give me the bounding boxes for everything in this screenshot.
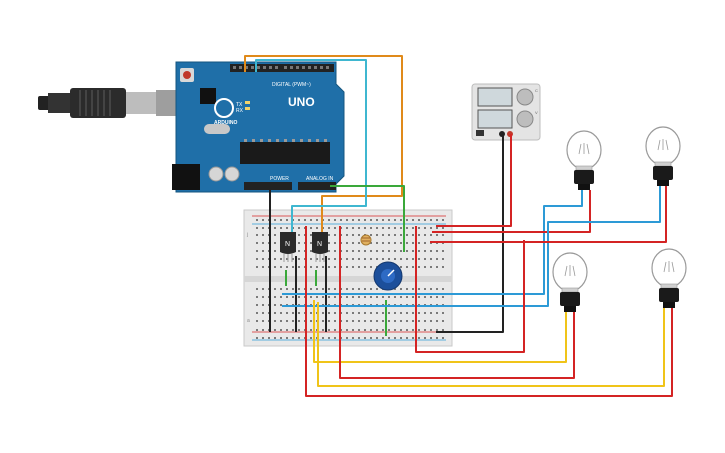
voltage-knob[interactable]: [516, 88, 534, 106]
power-label: POWER: [270, 176, 289, 182]
crystal: [204, 124, 230, 134]
arduino-logo-icon: [214, 98, 234, 118]
digital-header[interactable]: [230, 64, 334, 72]
current-display: [477, 109, 513, 129]
wire-red-lamp4[interactable]: [305, 226, 673, 397]
dc-power-supply[interactable]: C V: [471, 83, 541, 141]
potentiometer[interactable]: [373, 261, 403, 291]
arduino-uno-board[interactable]: DIGITAL (PWM~) ARDUINO UNO TX RX POWER A…: [172, 61, 345, 193]
capacitor-2: [224, 166, 240, 182]
voltage-display: [477, 87, 513, 107]
usb-cable[interactable]: [38, 88, 188, 118]
arduino-brand: ARDUINO: [214, 120, 237, 126]
light-bulb-3[interactable]: [552, 252, 588, 312]
transistor-2-label: N: [317, 241, 322, 248]
transistor-1-label: N: [285, 241, 290, 248]
light-bulb-1[interactable]: [566, 130, 602, 190]
led-label-tx: TX: [236, 102, 243, 108]
wire-black-supply[interactable]: [436, 134, 504, 333]
atmega-chip: [240, 142, 330, 164]
photoresistor[interactable]: [360, 234, 372, 246]
wire-red-lamp1[interactable]: [432, 190, 591, 233]
power-jack[interactable]: [172, 164, 200, 190]
reset-button-cap: [183, 71, 191, 79]
wire-red-lamp3[interactable]: [339, 226, 575, 379]
breadboard[interactable]: j a: [243, 209, 453, 347]
light-bulb-2[interactable]: [645, 126, 681, 186]
supply-button-label-1: C: [535, 88, 538, 93]
wire-blue-lamp1[interactable]: [282, 190, 583, 295]
led-label-rx: RX: [236, 108, 244, 114]
row-letter-j: j: [246, 232, 248, 238]
wire-red-supply[interactable]: [436, 134, 512, 227]
wire-orange[interactable]: [244, 55, 403, 236]
transistor-1[interactable]: N: [280, 232, 296, 262]
analog-header[interactable]: [298, 182, 336, 190]
transistor-2[interactable]: N: [312, 232, 328, 262]
wire-red-lamp2[interactable]: [430, 186, 667, 243]
row-letter-a: a: [247, 318, 250, 324]
arduino-model: UNO: [288, 95, 315, 109]
wire-green-signal[interactable]: [330, 185, 405, 252]
capacitor-1: [208, 166, 224, 182]
wire-yellow-lamp3[interactable]: [313, 300, 567, 363]
analog-label: ANALOG IN: [306, 176, 334, 182]
wire-blue-lamp2[interactable]: [282, 186, 661, 307]
power-header[interactable]: [244, 182, 292, 190]
digital-label: DIGITAL (PWM~): [272, 82, 311, 88]
light-bulb-4[interactable]: [651, 248, 687, 308]
wire-cyan[interactable]: [255, 59, 367, 236]
current-knob[interactable]: [516, 110, 534, 128]
wire-red-bus[interactable]: [415, 226, 525, 353]
supply-button-label-2: V: [535, 110, 538, 115]
wire-yellow-lamp4[interactable]: [317, 302, 665, 387]
